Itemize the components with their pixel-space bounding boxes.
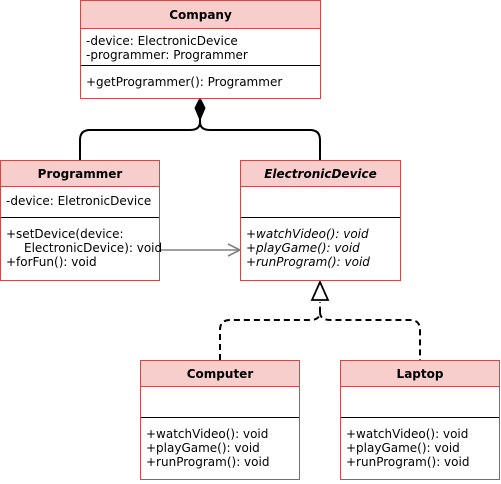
class-computer-methods: +watchVideo(): void +playGame(): void +r… [141, 417, 299, 471]
attribute-row: -device: EletronicDevice [6, 194, 152, 208]
method-row: +playGame(): void [246, 241, 360, 255]
realization-triangle-icon [310, 279, 330, 301]
class-programmer-attributes: -device: EletronicDevice [1, 187, 159, 217]
method-row: +watchVideo(): void [246, 227, 369, 241]
composition-diamond-icon [194, 96, 206, 122]
method-row: +watchVideo(): void [146, 427, 269, 441]
class-company[interactable]: Company -device: ElectronicDevice -progr… [80, 0, 321, 99]
composition-line [79, 118, 321, 160]
method-row: +playGame(): void [146, 441, 260, 455]
method-row: +setDevice(device: [6, 227, 124, 241]
method-row: +getProgrammer(): Programmer [86, 75, 283, 89]
class-computer[interactable]: Computer +watchVideo(): void +playGame()… [140, 360, 300, 480]
attribute-row: -device: ElectronicDevice [86, 34, 238, 48]
class-laptop-title: Laptop [341, 361, 499, 387]
class-electronic-device-title: ElectronicDevice [241, 161, 400, 187]
class-electronic-device-attributes [241, 187, 400, 217]
class-electronic-device[interactable]: ElectronicDevice +watchVideo(): void +pl… [240, 160, 401, 281]
class-computer-attributes [141, 387, 299, 417]
method-row: +playGame(): void [346, 441, 460, 455]
class-programmer-methods: +setDevice(device: ElectronicDevice): vo… [1, 217, 163, 271]
class-computer-title: Computer [141, 361, 299, 387]
class-laptop-methods: +watchVideo(): void +playGame(): void +r… [341, 417, 499, 471]
method-row: +forFun(): void [6, 255, 97, 269]
class-company-methods: +getProgrammer(): Programmer [81, 65, 320, 91]
method-row: +runProgram(): void [346, 455, 470, 469]
method-row: +runProgram(): void [246, 255, 370, 269]
class-electronic-device-methods: +watchVideo(): void +playGame(): void +r… [241, 217, 400, 271]
class-company-attributes: -device: ElectronicDevice -programmer: P… [81, 29, 320, 65]
class-programmer[interactable]: Programmer -device: EletronicDevice +set… [0, 160, 163, 281]
attribute-row: -programmer: Programmer [86, 48, 248, 62]
method-row: +watchVideo(): void [346, 427, 469, 441]
class-laptop[interactable]: Laptop +watchVideo(): void +playGame(): … [340, 360, 500, 480]
class-programmer-title: Programmer [1, 161, 159, 187]
class-company-title: Company [81, 1, 320, 29]
class-laptop-attributes [341, 387, 499, 417]
method-row: +runProgram(): void [146, 455, 270, 469]
method-row-continuation: ElectronicDevice): void [24, 241, 163, 255]
realization-line [219, 302, 421, 360]
